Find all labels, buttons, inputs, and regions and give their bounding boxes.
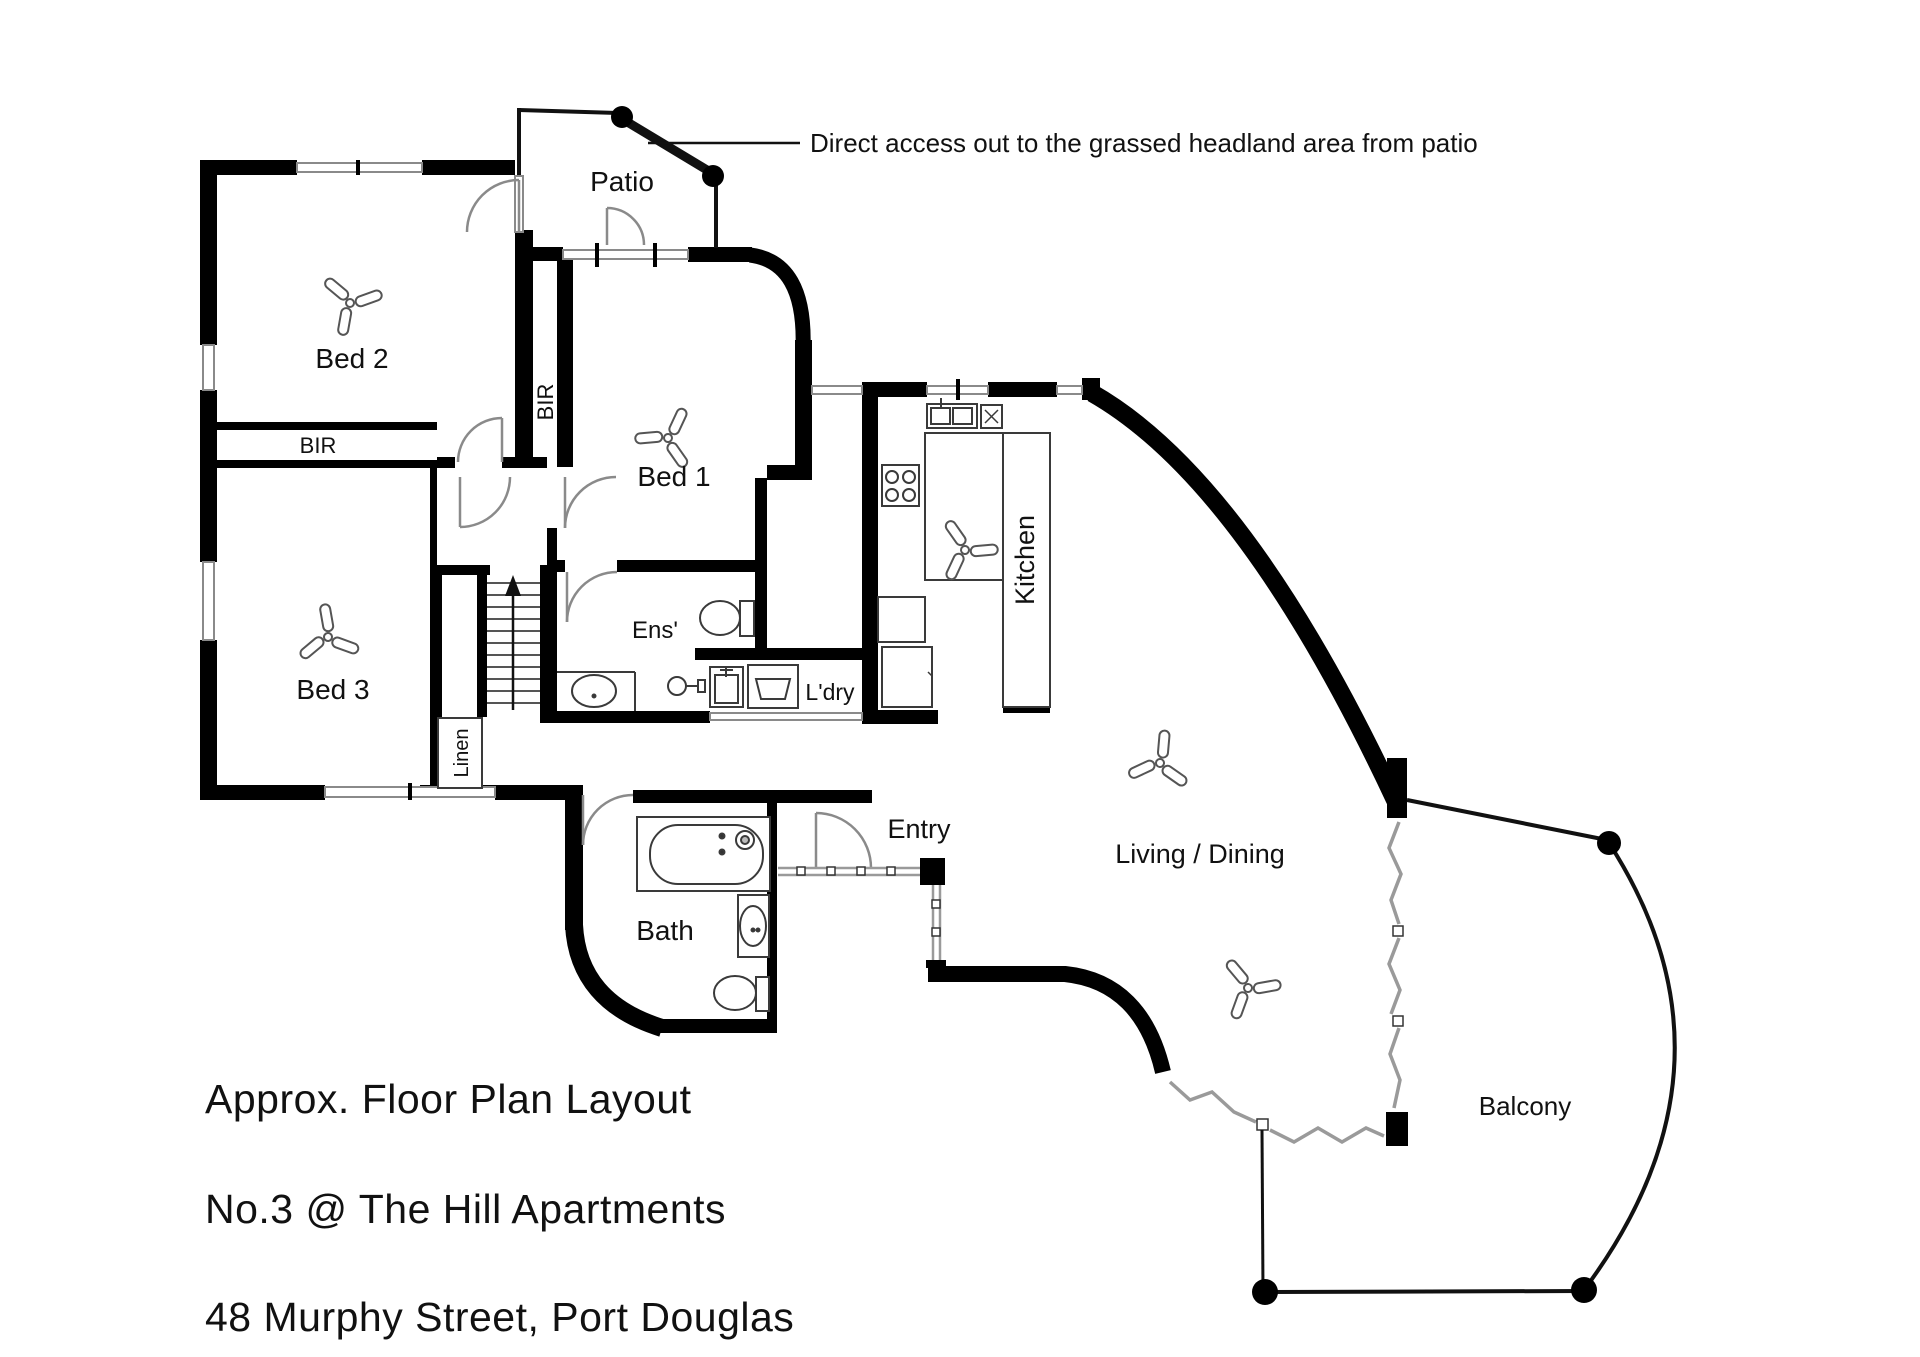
bathtub-icon [636,816,771,892]
cooktop-icon [881,464,920,507]
laundry-sink-icon [709,666,744,708]
room-label-bath: Bath [636,915,694,946]
door-swing-icon [465,178,521,233]
room-label-living-dining: Living / Dining [1115,839,1285,869]
shower-rose-icon [667,676,706,696]
bifold-door-icon [1387,821,1403,925]
title-line-3: 48 Murphy Street, Port Douglas [205,1294,794,1340]
post-dot-icon [611,106,633,128]
room-label-balcony: Balcony [1479,1091,1572,1121]
kitchen-island-bench [924,432,1051,708]
toilet-icon [699,600,755,637]
post-dot-icon [702,165,724,187]
bifold-door-icon [1388,1027,1402,1109]
laundry-trough-icon [747,664,799,709]
room-label-bed2: Bed 2 [315,343,388,374]
ceiling-fan-icon [1212,951,1287,1030]
fridge-icon [881,646,933,708]
balcony-post-dot-icon [1597,831,1621,855]
door-swing-icon [563,475,617,529]
door-swing-icon [581,793,634,846]
closet-label-linen: Linen [451,729,473,778]
room-label-bed1: Bed 1 [637,461,710,492]
room-label-kitchen: Kitchen [1010,515,1040,605]
room-label-ldry: L'dry [805,679,855,705]
kitchen-cabinet [877,596,926,643]
closet-label-bir-bed3: BIR [300,433,337,458]
kitchen-sink-icon [926,398,978,429]
door-swing-icon [814,811,873,869]
balcony-post-dot-icon [1571,1277,1597,1303]
ceiling-fan-icon [320,271,385,340]
curved-walls-layer [565,247,1404,1074]
linen-closet [437,717,483,789]
ceiling-fan-icon [1113,720,1206,812]
door-swing-icon [456,416,504,463]
bifold-door-icon [1387,937,1402,1015]
balcony-outline [1252,798,1677,1305]
bifold-doors-layer [1168,821,1403,1145]
entry-railing [778,866,942,960]
room-label-entry: Entry [887,814,951,844]
vanity-basin-icon [557,671,636,711]
door-swing-icon [605,206,646,246]
room-label-ens: Ens' [632,617,678,644]
patio-outline [517,108,718,248]
stairs [487,575,540,710]
toilet-icon [713,975,770,1012]
title-line-1: Approx. Floor Plan Layout [205,1076,692,1122]
title-line-2: No.3 @ The Hill Apartments [205,1186,726,1232]
balcony-post-dot-icon [1252,1279,1278,1305]
room-label-bed3: Bed 3 [296,674,369,705]
room-label-patio: Patio [590,166,654,197]
ceiling-fan-icon [282,593,375,687]
patio-posts [611,106,724,187]
bifold-door-icon [1269,1125,1385,1145]
fixtures-layer [437,398,1051,1012]
closet-label-bir-bed1: BIR [533,384,558,421]
annotation-text: Direct access out to the grassed headlan… [810,128,1478,158]
walls-layer [200,160,1408,1146]
appliance-icon [980,404,1003,429]
door-swing-icon [458,476,512,529]
labels-layer: Patio Bed 2 Bed 1 Bed 3 BIR BIR Kitchen … [296,128,1571,1121]
bifold-joints [1256,925,1404,1131]
doors-layer [456,178,873,869]
bifold-door-icon [1168,1080,1257,1124]
title-block: Approx. Floor Plan Layout No.3 @ The Hil… [205,1076,794,1340]
stair-arrow-head-icon [505,575,521,596]
bath-basin-icon [737,894,770,958]
door-swing-icon [565,570,618,623]
